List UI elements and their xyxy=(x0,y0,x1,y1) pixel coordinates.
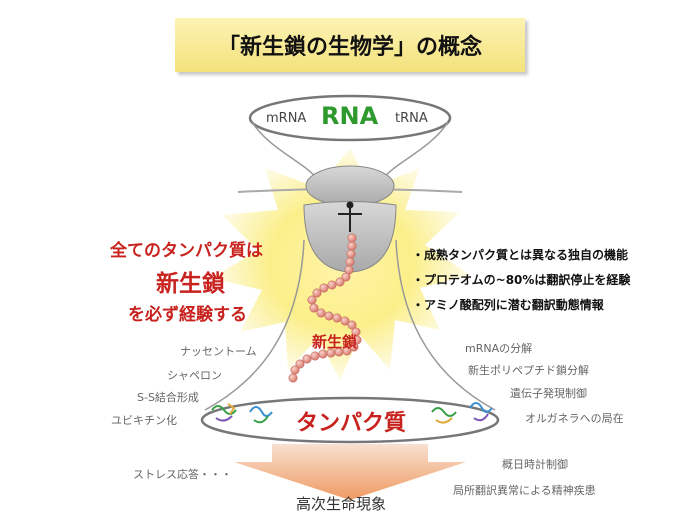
protein-structure-icon-left xyxy=(211,403,273,424)
stress-response-label: ストレス応答・・・ xyxy=(133,468,232,481)
left-claim-line1: 全てのタンパク質は xyxy=(110,241,263,261)
bullet-3: ・アミノ酸配列に潜む翻訳動態情報 xyxy=(412,298,604,312)
left-topic-4: ユビキチン化 xyxy=(111,414,177,427)
protein-structure-icon-right xyxy=(431,402,493,424)
bottom-right-topic-2: 局所翻訳異常による精神疾患 xyxy=(453,484,596,497)
protein-ring xyxy=(200,396,500,444)
bullet-1: ・成熟タンパク質とは異なる独自の機能 xyxy=(412,248,629,262)
higher-life-phenomena-label: 高次生命現象 xyxy=(296,495,387,513)
right-topic-2: 新生ポリペプチド鎖分解 xyxy=(468,364,589,377)
page-title: 「新生鎖の生物学」の概念 xyxy=(175,18,525,72)
left-topic-1: ナッセントーム xyxy=(180,345,257,358)
mrna-label: mRNA xyxy=(266,111,307,126)
left-topic-2: シャペロン xyxy=(167,369,222,382)
bullet-2: ・プロテオムの~80%は翻訳停止を経験 xyxy=(412,273,631,287)
trna-icon xyxy=(338,201,362,232)
protein-label: タンパク質 xyxy=(296,411,407,436)
right-topic-4: オルガネラへの局在 xyxy=(525,412,624,425)
trna-label: tRNA xyxy=(395,111,428,126)
left-claim-line2: 新生鎖 xyxy=(156,271,225,297)
bottom-right-topic-1: 概日時計制御 xyxy=(502,458,568,471)
right-topic-3: 遺伝子発現制御 xyxy=(510,387,587,400)
rna-ring xyxy=(248,94,452,142)
rna-label: RNA xyxy=(321,102,379,130)
left-claim-line3: を必ず経験する xyxy=(128,305,247,325)
downward-arrow xyxy=(234,444,466,500)
right-topic-1: mRNAの分解 xyxy=(465,342,533,355)
left-topic-3: S-S結合形成 xyxy=(137,391,199,404)
ribosome-small-subunit xyxy=(305,165,395,207)
nascent-chain-beads xyxy=(288,233,362,383)
nascent-chain-label: 新生鎖 xyxy=(312,333,358,351)
